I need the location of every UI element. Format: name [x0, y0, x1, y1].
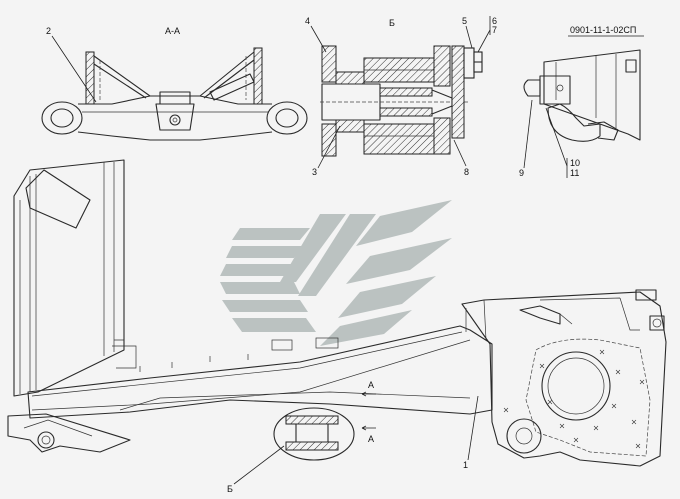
section-aa-view: А-А 2 — [41, 26, 308, 141]
position-8-label: 8 — [464, 167, 469, 177]
position-4-label: 4 — [305, 16, 310, 26]
detail-b-callout: Б — [227, 484, 233, 494]
section-arrow-lower-label: А — [368, 434, 374, 444]
weld-marks — [503, 349, 645, 449]
detail-b-title: Б — [389, 18, 395, 28]
position-3-label: 3 — [312, 167, 317, 177]
position-2-label: 2 — [46, 26, 51, 36]
section-arrow-upper-label: А — [368, 380, 374, 390]
drawing-code: 0901-11-1-02СП — [570, 25, 636, 35]
position-5-label: 5 — [462, 16, 467, 26]
position-6-label: 6 — [492, 16, 497, 26]
position-7-label: 7 — [492, 25, 497, 35]
main-frame-view: Б А А 1 — [7, 159, 667, 494]
chevron-logo-icon — [220, 200, 452, 346]
detail-b-view: Б 4 5 6 7 3 8 — [305, 16, 497, 177]
position-9-label: 9 — [519, 168, 524, 178]
position-10-label: 10 — [570, 158, 580, 168]
position-1-label: 1 — [463, 460, 468, 470]
hitch-detail-view: 0901-11-1-02СП 9 10 11 — [519, 25, 644, 178]
section-aa-title: А-А — [165, 26, 180, 36]
position-11-label: 11 — [570, 168, 579, 178]
